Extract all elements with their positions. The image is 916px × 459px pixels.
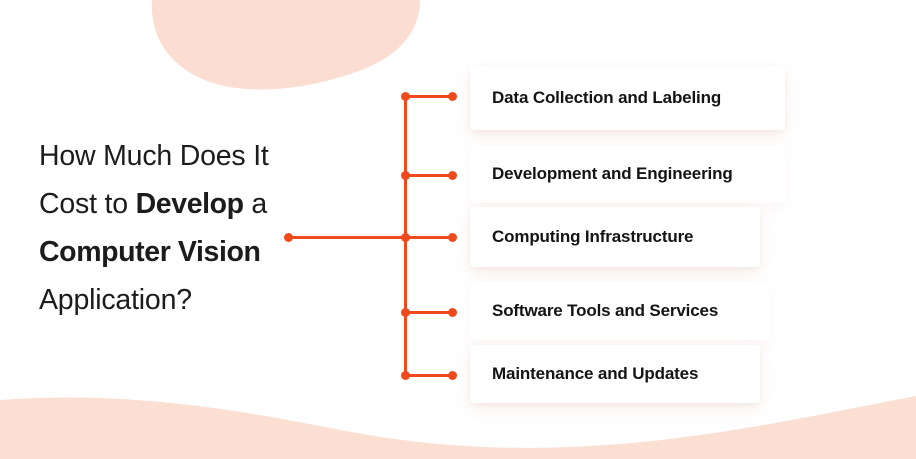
cost-item-card-1[interactable]: Data Collection and Labeling	[470, 66, 785, 130]
branch-line-5	[405, 374, 453, 377]
branch-end-dot-3	[448, 233, 457, 242]
branch-line-1	[405, 95, 453, 98]
spine-node-dot-1	[401, 92, 410, 101]
title-line-1-text: How Much Does It	[39, 140, 269, 172]
branch-line-2	[405, 174, 453, 177]
title-line-1: How Much Does It	[39, 132, 369, 180]
title-line-2: Cost to Develop a	[39, 180, 369, 228]
spine-node-dot-4	[401, 308, 410, 317]
branch-line-4	[405, 311, 453, 314]
title-emphasis-develop: Develop	[135, 188, 244, 220]
spine-node-dot-3	[401, 233, 410, 242]
title-line-4-text: Application?	[39, 284, 192, 316]
cost-item-label: Maintenance and Updates	[492, 364, 699, 383]
title-line-3: Computer Vision	[39, 228, 369, 276]
title-anchor-dot	[284, 233, 293, 242]
cost-item-card-3[interactable]: Computing Infrastructure	[470, 207, 760, 267]
cost-item-card-4[interactable]: Software Tools and Services	[470, 282, 770, 340]
cost-item-label: Data Collection and Labeling	[492, 88, 722, 107]
branch-end-dot-5	[448, 371, 457, 380]
page-title: How Much Does It Cost to Develop a Compu…	[39, 132, 369, 324]
spine-node-dot-2	[401, 171, 410, 180]
title-line-2-suffix: a	[243, 188, 268, 220]
title-emphasis-computer-vision: Computer Vision	[39, 236, 261, 268]
title-line-2-prefix: Cost to	[39, 188, 136, 220]
branch-line-3-to-title	[288, 236, 453, 239]
branch-end-dot-2	[448, 171, 457, 180]
cost-item-label: Computing Infrastructure	[492, 227, 694, 246]
branch-end-dot-1	[448, 92, 457, 101]
cost-item-card-5[interactable]: Maintenance and Updates	[470, 345, 760, 403]
spine-node-dot-5	[401, 371, 410, 380]
cost-item-card-2[interactable]: Development and Engineering	[470, 145, 785, 203]
branch-end-dot-4	[448, 308, 457, 317]
title-line-4: Application?	[39, 276, 369, 324]
cost-item-label: Software Tools and Services	[492, 301, 719, 320]
cost-item-label: Development and Engineering	[492, 164, 733, 183]
